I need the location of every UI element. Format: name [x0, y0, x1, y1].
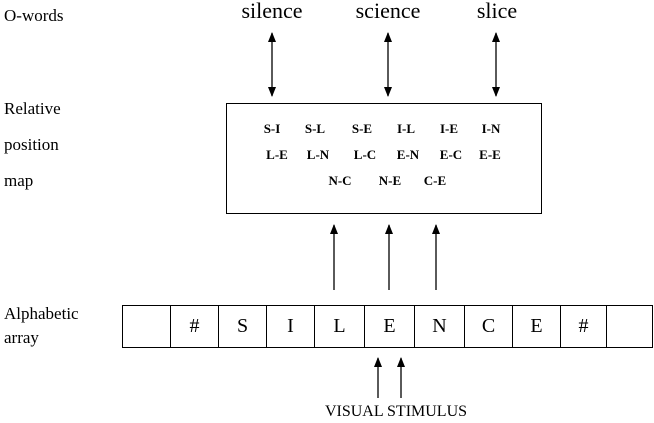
- alphabetic-array-label-line2: array: [4, 328, 39, 347]
- visual-stimulus-label: VISUAL STIMULUS: [324, 403, 468, 420]
- bigram: N-C: [328, 173, 352, 188]
- bigram: I-N: [481, 121, 501, 136]
- relative-map-label-line3: map: [4, 171, 34, 190]
- owords-row-label: O-words: [4, 6, 64, 25]
- bigram: C-E: [423, 173, 447, 188]
- bigram: I-E: [439, 121, 459, 136]
- bigram: S-E: [351, 121, 373, 136]
- bigram: I-L: [396, 121, 416, 136]
- array-cell: [606, 305, 653, 348]
- bigram: L-N: [306, 147, 330, 162]
- bigram: E-E: [479, 147, 501, 162]
- bigram: E-C: [439, 147, 463, 162]
- bigram: S-I: [263, 121, 281, 136]
- relative-position-map-box: S-I S-L S-E I-L I-E I-N L-E L-N L-C E-N …: [226, 103, 542, 214]
- bigram: L-C: [353, 147, 377, 162]
- bigram: N-E: [378, 173, 402, 188]
- oword-silence: silence: [241, 0, 303, 23]
- oword-slice: slice: [476, 0, 518, 23]
- relative-map-label-line1: Relative: [4, 99, 61, 118]
- bigram: S-L: [304, 121, 326, 136]
- bigram: E-N: [396, 147, 420, 162]
- relative-map-label-line2: position: [4, 135, 59, 154]
- alphabetic-array-label-line1: Alphabetic: [4, 304, 79, 323]
- oword-science: science: [355, 0, 421, 23]
- bigram: L-E: [266, 147, 288, 162]
